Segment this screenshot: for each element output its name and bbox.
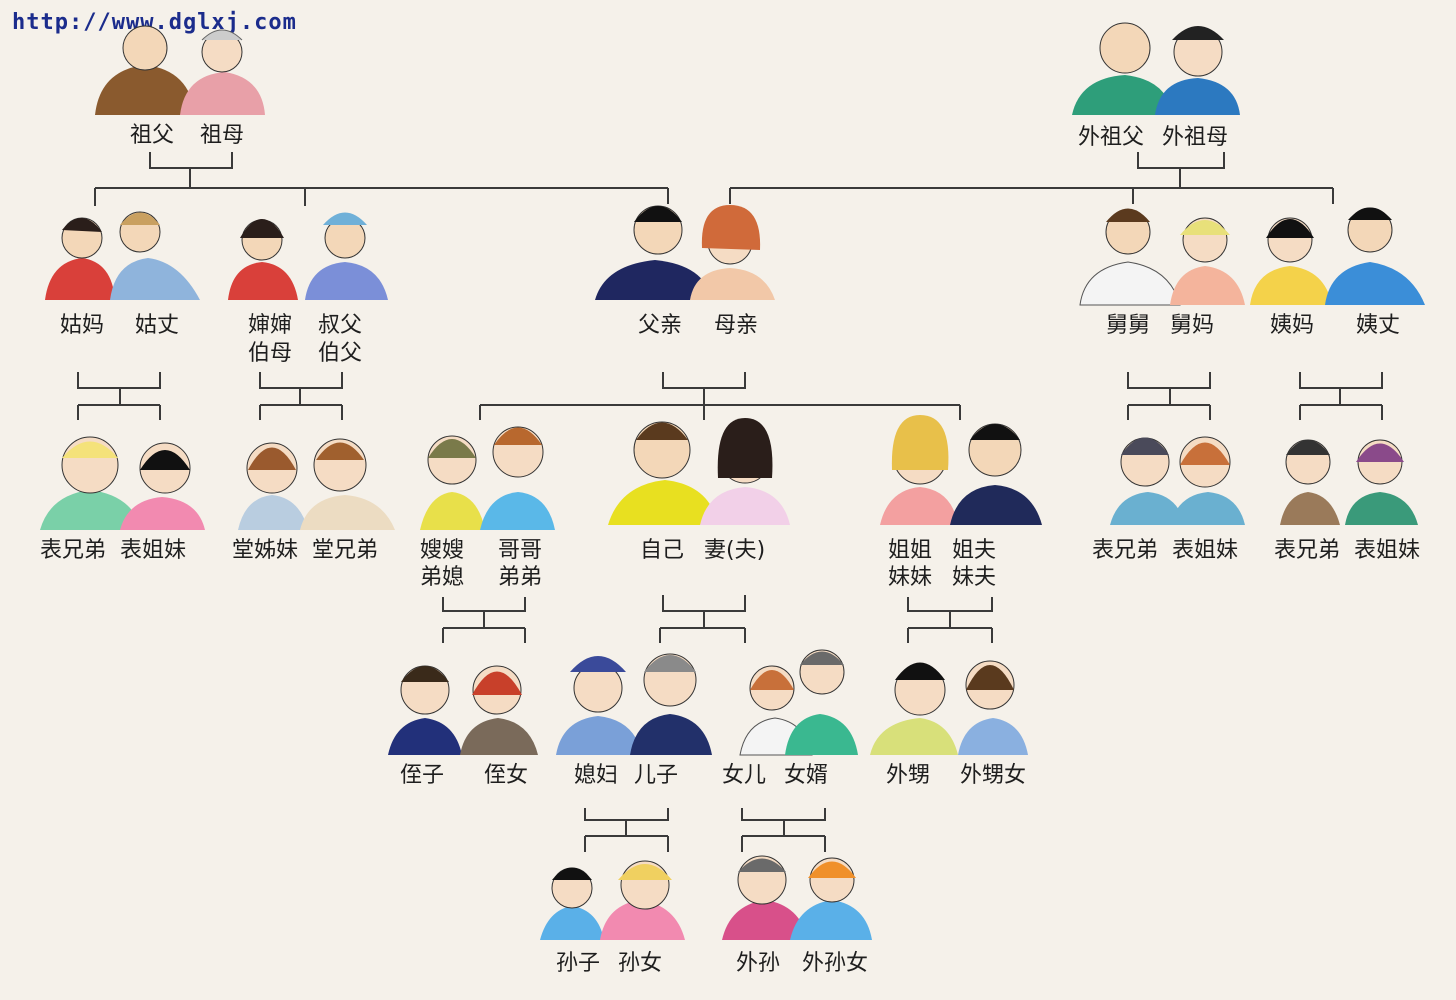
son-couple-figure	[556, 653, 712, 755]
label-zhizi: 侄子	[400, 763, 445, 788]
label-waisheng: 外甥	[886, 763, 931, 788]
line-grandparents	[149, 152, 233, 188]
label-waizufu: 外祖父	[1078, 125, 1145, 150]
label-cousin1-b: 表姐妹	[120, 538, 187, 563]
label-xifu: 媳妇	[574, 763, 619, 788]
line-self-children	[659, 595, 746, 643]
label-nver: 女儿	[722, 763, 767, 788]
label-jiujiu: 舅舅	[1106, 313, 1151, 338]
label-bomu: 伯母	[248, 341, 293, 366]
label-qi: 妻(夫)	[704, 538, 766, 563]
parents-figure	[595, 205, 775, 300]
sister-couple-figure	[880, 415, 1042, 525]
cousins-shenshen-figure	[238, 438, 395, 530]
label-guzhang: 姑丈	[135, 313, 180, 338]
yima-couple-figure	[1250, 207, 1425, 305]
label-meifu: 妹夫	[952, 565, 997, 590]
grandchildren-son-figure	[540, 860, 685, 940]
label-shufu: 叔父	[318, 313, 363, 338]
nephew-niece-figure	[388, 665, 538, 755]
siblings-figure	[420, 426, 555, 530]
label-guma: 姑妈	[60, 313, 105, 338]
label-sunzi: 孙子	[556, 951, 601, 976]
maternal-grandparents-figure	[1072, 22, 1240, 115]
line-daughter-grandchildren	[741, 808, 826, 852]
line-paternal-branch	[94, 187, 669, 206]
label-gege: 哥哥	[498, 538, 543, 563]
label-cousin1-a: 表兄弟	[40, 538, 107, 563]
waisheng-figure	[870, 660, 1028, 755]
label-didi: 弟弟	[498, 565, 543, 590]
self-spouse-figure	[608, 418, 790, 525]
line-maternal-grandparents	[1137, 152, 1225, 188]
label-cousin4-a: 表兄弟	[1274, 538, 1341, 563]
label-cousin2-b: 堂兄弟	[312, 538, 379, 563]
label-zumu: 祖母	[200, 123, 245, 148]
label-cousin3-b: 表姐妹	[1172, 538, 1239, 563]
daughter-couple-figure	[739, 649, 858, 756]
label-nvxu: 女婿	[784, 763, 829, 788]
label-meimei: 妹妹	[888, 565, 933, 590]
label-sunnv: 孙女	[618, 951, 663, 976]
line-jiujiu-children	[1127, 372, 1211, 420]
label-muqin: 母亲	[714, 313, 759, 338]
label-zhinv: 侄女	[484, 763, 529, 788]
label-yizhang: 姨丈	[1356, 313, 1401, 338]
shenshen-couple-figure	[228, 212, 388, 300]
label-erzi: 儿子	[634, 763, 679, 788]
label-shenshen: 婶婶	[248, 313, 293, 338]
label-cousin4-b: 表姐妹	[1354, 538, 1421, 563]
jiujiu-couple-figure	[1079, 208, 1245, 306]
figures	[40, 22, 1425, 940]
line-parents-children	[479, 372, 961, 420]
line-guma-children	[77, 372, 161, 420]
line-sibling-children	[442, 597, 526, 643]
label-waisunnv: 外孙女	[802, 951, 869, 976]
cousins-jiujiu-figure	[1110, 436, 1245, 525]
label-jiuma: 舅妈	[1170, 313, 1215, 338]
cousins-guma-figure	[40, 436, 205, 530]
line-shenshen-children	[259, 372, 343, 420]
label-dixi: 弟媳	[420, 565, 465, 590]
line-son-grandchildren	[584, 808, 669, 852]
line-yima-children	[1299, 372, 1383, 420]
guma-couple-figure	[45, 211, 200, 300]
label-yima: 姨妈	[1270, 313, 1315, 338]
label-bofu: 伯父	[318, 341, 363, 366]
cousins-yima-figure	[1280, 439, 1418, 525]
label-cousin3-a: 表兄弟	[1092, 538, 1159, 563]
grandchildren-daughter-figure	[722, 855, 872, 940]
label-cousin2-a: 堂姊妹	[232, 538, 299, 563]
label-jiefu: 姐夫	[952, 538, 997, 563]
label-waisun: 外孙	[736, 951, 781, 976]
label-waizumu: 外祖母	[1162, 125, 1229, 150]
label-fuqin: 父亲	[638, 313, 683, 338]
label-sao: 嫂嫂	[420, 538, 465, 563]
line-maternal-branch	[729, 187, 1334, 204]
grandparents-figure	[95, 25, 265, 115]
label-zufu: 祖父	[130, 123, 175, 148]
label-ziji: 自己	[640, 538, 685, 563]
line-sister-children	[907, 597, 993, 643]
label-waishengnv: 外甥女	[960, 763, 1027, 788]
label-jiejie: 姐姐	[888, 538, 933, 563]
